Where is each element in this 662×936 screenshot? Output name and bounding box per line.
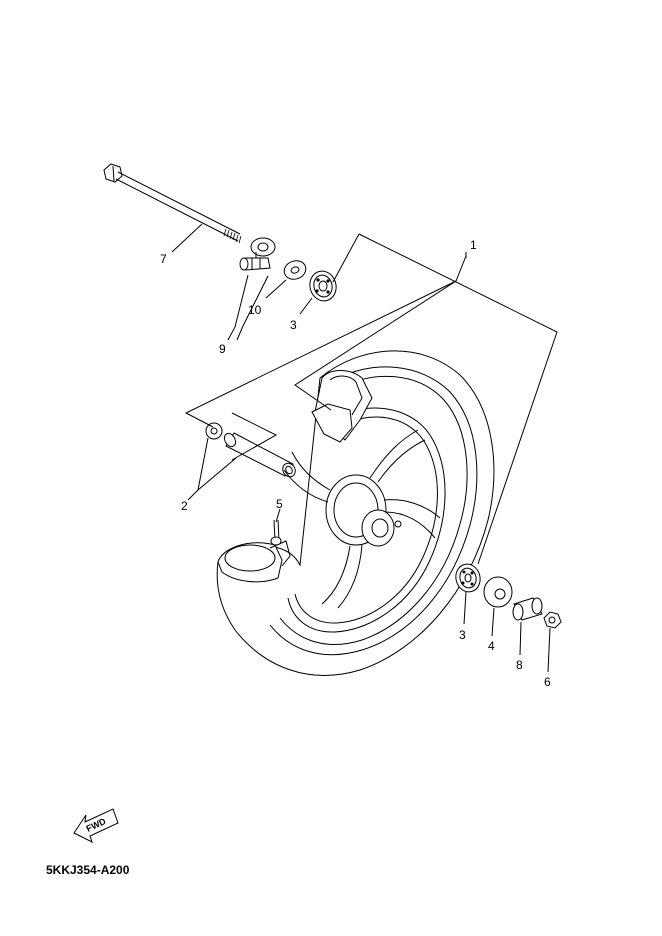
- spacer-collar: [205, 422, 223, 440]
- collar: [512, 597, 543, 621]
- cable-stud: [270, 519, 282, 546]
- callout-5: 5: [276, 497, 283, 511]
- bearing-lower: [455, 563, 481, 593]
- front-wheel-axle: [103, 163, 242, 244]
- callout-6: 6: [544, 675, 551, 689]
- callout-3-lower: 3: [459, 628, 466, 642]
- callout-2: 2: [181, 499, 188, 513]
- oil-seal: [483, 576, 513, 608]
- leader-lines: [171, 223, 558, 673]
- callout-8: 8: [516, 658, 523, 672]
- bearing-upper: [309, 270, 337, 302]
- cast-wheel-assembly: [216, 350, 495, 676]
- spacer-tube: [223, 432, 296, 478]
- part-code: 5KKJ354-A200: [46, 863, 130, 877]
- callout-4: 4: [488, 639, 495, 653]
- callout-10: 10: [248, 303, 262, 317]
- callout-7: 7: [160, 252, 167, 266]
- fwd-arrow-icon: FWD: [73, 808, 119, 843]
- callout-3-upper: 3: [290, 318, 297, 332]
- axle-nut: [543, 611, 562, 629]
- speedometer-gear-unit: [239, 237, 276, 271]
- callout-9: 9: [219, 342, 226, 356]
- callout-1: 1: [470, 238, 477, 252]
- washer: [283, 260, 307, 280]
